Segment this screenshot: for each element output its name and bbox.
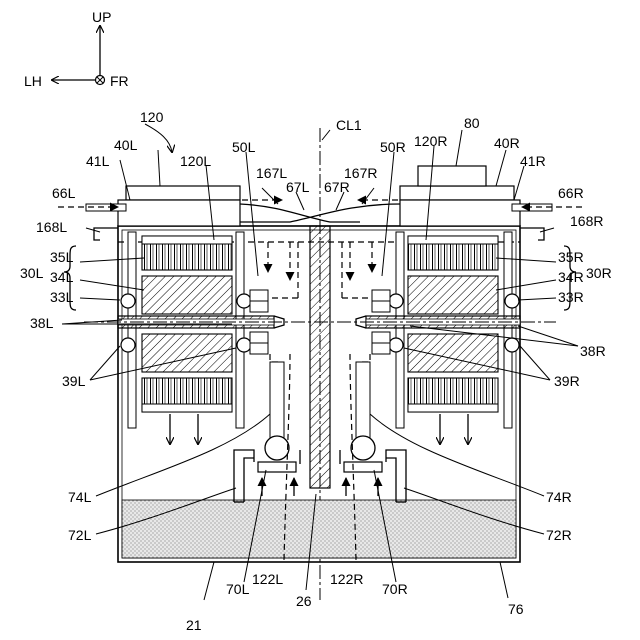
label-74R: 74R [546, 489, 572, 505]
label-122L: 122L [252, 571, 283, 587]
front-label: FR [110, 73, 129, 89]
label-38L: 38L [30, 315, 54, 331]
oil-pool [122, 500, 516, 558]
label-122R: 122R [330, 571, 363, 587]
rotor-core-34L [142, 276, 232, 314]
label-39R: 39R [554, 373, 580, 389]
label-35R: 35R [558, 249, 584, 265]
label-167L: 167L [256, 165, 287, 181]
label-70R: 70R [382, 581, 408, 597]
cover-right [400, 166, 520, 226]
pipe-right [512, 204, 582, 211]
label-26: 26 [296, 593, 312, 609]
pump-70R [351, 436, 375, 460]
label-33L: 33L [50, 289, 74, 305]
partition-26 [310, 226, 330, 488]
label-80: 80 [464, 115, 480, 131]
label-120: 120 [140, 109, 164, 125]
pump-70L [265, 436, 289, 460]
label-72R: 72R [546, 527, 572, 543]
label-39L: 39L [62, 373, 86, 389]
left-label: LH [24, 73, 42, 89]
pipe-168L [94, 228, 118, 240]
label-33R: 33R [558, 289, 584, 305]
label-35L: 35L [50, 249, 74, 265]
label-30L: 30L [20, 265, 44, 281]
label-50R: 50R [380, 139, 406, 155]
label-72L: 72L [68, 527, 92, 543]
label-120L: 120L [180, 153, 211, 169]
rotor-core-34R [408, 276, 498, 314]
label-41R: 41R [520, 153, 546, 169]
label-76: 76 [508, 601, 524, 617]
label-70L: 70L [226, 581, 250, 597]
label-120R: 120R [414, 133, 447, 149]
label-34R: 34R [558, 269, 584, 285]
pipe-left [58, 204, 126, 211]
label-38R: 38R [580, 343, 606, 359]
label-67R: 67R [324, 179, 350, 195]
component-80 [418, 166, 486, 186]
label-30R: 30R [586, 265, 612, 281]
motor-left [118, 232, 284, 428]
bearing-33R [505, 294, 519, 308]
label-34L: 34L [50, 269, 74, 285]
label-cl1: CL1 [336, 117, 362, 133]
label-40L: 40L [114, 137, 138, 153]
cover-left [118, 186, 240, 226]
label-66R: 66R [558, 185, 584, 201]
up-label: UP [92, 9, 111, 25]
label-50L: 50L [232, 139, 256, 155]
label-168L: 168L [36, 219, 67, 235]
label-21: 21 [186, 617, 202, 633]
bearing-33L [121, 294, 135, 308]
direction-indicator: UP LH FR [24, 9, 129, 89]
label-168R: 168R [570, 213, 603, 229]
label-40R: 40R [494, 135, 520, 151]
pipe-168R [520, 228, 544, 240]
label-74L: 74L [68, 489, 92, 505]
label-167R: 167R [344, 165, 377, 181]
label-66L: 66L [52, 185, 76, 201]
label-67L: 67L [286, 179, 310, 195]
label-41L: 41L [86, 153, 110, 169]
motor-right [356, 232, 520, 428]
